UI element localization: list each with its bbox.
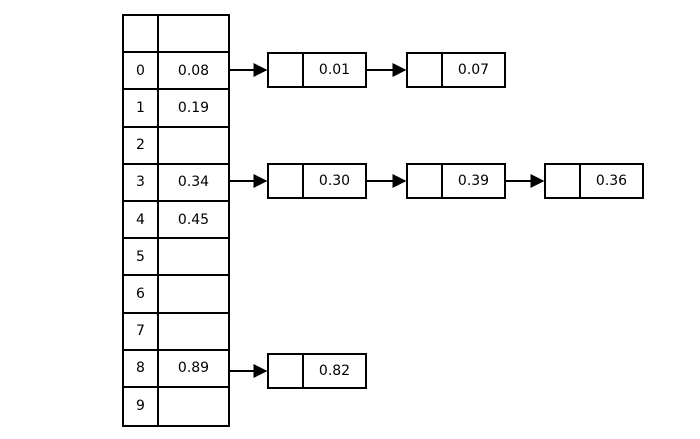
- node-pointer-cell: [546, 165, 581, 197]
- table-cell-value: [159, 388, 228, 425]
- table-cell-index: 7: [124, 313, 159, 349]
- table-cell-index: 1: [124, 90, 159, 126]
- table-cell-index: 9: [124, 387, 159, 426]
- table-cell-index: 8: [124, 350, 159, 386]
- table-cell-value: 0.89: [177, 360, 210, 377]
- table-cell-index: 2: [124, 127, 159, 163]
- node-value-cell: 0.39: [457, 173, 490, 189]
- node-value-cell: 0.01: [318, 62, 351, 78]
- table-header-value-cell: [159, 16, 228, 51]
- table-row: 4 0.45: [124, 201, 228, 240]
- table-cell-value: [159, 239, 228, 274]
- table-row: 7: [124, 313, 228, 351]
- table-row: 5: [124, 239, 228, 277]
- table-header-row: [124, 16, 228, 54]
- table-cell-value: 0.34: [177, 174, 210, 191]
- table-row: 1 0.19: [124, 90, 228, 128]
- table-cell-index: 6: [124, 276, 159, 312]
- table-cell-value: 0.45: [177, 211, 210, 228]
- table-cell-value: [159, 314, 228, 349]
- table-cell-value: [159, 276, 228, 311]
- chain-node: 0.82: [267, 353, 367, 389]
- chain-node: 0.36: [544, 163, 644, 199]
- table-header-index-cell: [124, 16, 159, 52]
- node-value-cell: 0.07: [457, 62, 490, 78]
- table-cell-index: 3: [124, 164, 159, 200]
- table-cell-index: 0: [124, 53, 159, 89]
- table-row: 3 0.34: [124, 164, 228, 202]
- node-pointer-cell: [269, 165, 304, 197]
- node-pointer-cell: [408, 165, 443, 197]
- chain-node: 0.07: [406, 52, 506, 88]
- node-value-cell: 0.36: [595, 173, 628, 189]
- chain-node: 0.30: [267, 163, 367, 199]
- table-cell-value: 0.19: [177, 99, 210, 116]
- node-pointer-cell: [269, 355, 304, 387]
- table-cell-index: 5: [124, 239, 159, 275]
- table-row: 9: [124, 387, 228, 426]
- table-cell-value: 0.08: [177, 62, 210, 79]
- node-pointer-cell: [408, 54, 443, 86]
- node-value-cell: 0.30: [318, 173, 351, 189]
- table-row: 2: [124, 127, 228, 165]
- chain-node: 0.01: [267, 52, 367, 88]
- node-value-cell: 0.82: [318, 363, 351, 379]
- chain-node: 0.39: [406, 163, 506, 199]
- table-row: 8 0.89: [124, 350, 228, 388]
- hash-table: 0 0.08 1 0.19 2 3 0.34 4 0.45 5 6 7: [122, 14, 230, 428]
- table-cell-index: 4: [124, 201, 159, 238]
- table-row: 0 0.08: [124, 53, 228, 91]
- node-pointer-cell: [269, 54, 304, 86]
- table-row: 6: [124, 276, 228, 314]
- table-cell-value: [159, 128, 228, 163]
